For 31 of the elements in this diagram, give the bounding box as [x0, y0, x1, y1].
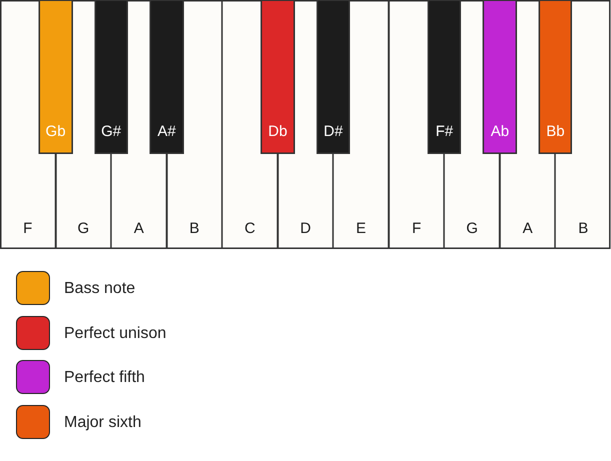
accidental-key: [316, 0, 350, 154]
note-label: Bb: [546, 122, 565, 140]
note-label: E: [356, 220, 366, 238]
legend-label: Perfect fifth: [64, 368, 145, 387]
note-label: B: [578, 220, 588, 238]
note-label: Db: [268, 122, 288, 140]
note-label: Gb: [46, 122, 66, 140]
note-label: G#: [101, 122, 122, 140]
accidental-key: [94, 0, 128, 154]
note-label: G: [77, 220, 90, 238]
note-label: D: [300, 220, 311, 238]
note-label: Ab: [490, 122, 510, 140]
note-label: A: [134, 220, 144, 238]
accidental-key: [538, 0, 572, 154]
accidental-key: [260, 0, 295, 154]
note-label: G: [466, 220, 478, 238]
note-label: A: [522, 220, 533, 238]
note-label: C: [244, 220, 256, 238]
accidental-key: [427, 0, 462, 154]
note-label: F#: [436, 122, 454, 140]
note-label: F: [23, 220, 32, 238]
accidental-key: [150, 0, 184, 154]
accidental-key: [38, 0, 73, 154]
note-label: D#: [324, 122, 343, 140]
note-label: A#: [157, 122, 176, 140]
legend-label: Major sixth: [64, 412, 142, 432]
note-label: F: [412, 220, 422, 238]
legend-label: Perfect unison: [64, 324, 166, 342]
legend-label: Bass note: [64, 279, 136, 298]
note-label: B: [189, 220, 200, 238]
accidental-key: [482, 0, 517, 154]
